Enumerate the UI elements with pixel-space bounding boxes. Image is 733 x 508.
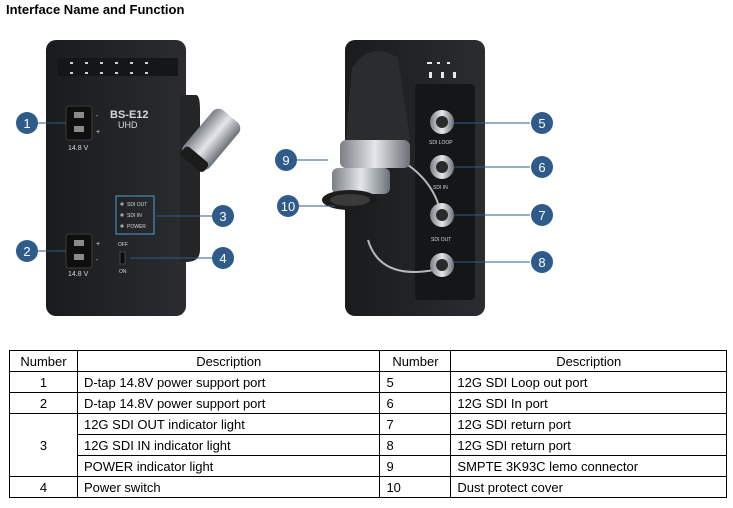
table-header-row: Number Description Number Description: [9, 350, 727, 372]
callout-10: 10: [277, 195, 299, 217]
cell-description: Dust protect cover: [450, 476, 727, 498]
cell-description: 12G SDI OUT indicator light: [76, 413, 381, 435]
cell-description: 12G SDI In port: [450, 392, 727, 414]
device-right-view: SDI LOOP SDI IN SDI OUT: [322, 40, 485, 316]
svg-text:SDI IN: SDI IN: [127, 213, 142, 219]
callout-6: 6: [531, 156, 553, 178]
header-number-right: Number: [379, 350, 452, 372]
svg-text:OFF: OFF: [118, 242, 128, 248]
svg-text:8: 8: [538, 255, 545, 270]
callout-7: 7: [531, 204, 553, 226]
svg-text:14.8 V: 14.8 V: [68, 145, 89, 152]
cell-number: 9: [379, 455, 452, 477]
table-row: 1 D-tap 14.8V power support port 5 12G S…: [9, 371, 727, 393]
table-row: 3 12G SDI OUT indicator light 7 12G SDI …: [9, 413, 727, 477]
callout-2: 2: [16, 240, 38, 262]
cell-number: 7: [379, 413, 452, 435]
interface-table: Number Description Number Description 1 …: [9, 350, 727, 498]
svg-text:2: 2: [23, 244, 30, 259]
svg-text:9: 9: [282, 153, 289, 168]
svg-text:6: 6: [538, 160, 545, 175]
table-row: 4 Power switch 10 Dust protect cover: [9, 476, 727, 498]
cell-number: 6: [379, 392, 452, 414]
lemo-connector: [322, 50, 410, 210]
svg-text:POWER: POWER: [127, 224, 146, 230]
svg-text:SDI OUT: SDI OUT: [431, 237, 451, 243]
callout-1: 1: [16, 112, 38, 134]
table-row: 2 D-tap 14.8V power support port 6 12G S…: [9, 392, 727, 414]
svg-text:3: 3: [219, 209, 226, 224]
cell-description: 12G SDI return port: [450, 434, 727, 456]
cell-number: 2: [9, 392, 78, 414]
model-label: BS-E12: [110, 109, 149, 121]
page-title: Interface Name and Function: [6, 2, 185, 17]
device-left-view: - + 14.8 V BS-E12 UHD SDI OUT SDI IN POW…: [46, 40, 241, 316]
svg-text:SDI IN: SDI IN: [433, 185, 448, 191]
power-switch: OFF ON: [118, 242, 128, 275]
svg-text:+: +: [96, 241, 100, 248]
callout-8: 8: [531, 251, 553, 273]
cell-number: 4: [9, 476, 78, 498]
device-figure: - + 14.8 V BS-E12 UHD SDI OUT SDI IN POW…: [16, 40, 553, 316]
table-row: POWER indicator light 9 SMPTE 3K93C lemo…: [10, 455, 727, 477]
callout-9: 9: [275, 149, 297, 171]
dtap-port-2: + - 14.8 V: [65, 233, 100, 278]
svg-text:SDI LOOP: SDI LOOP: [429, 140, 453, 146]
header-number-left: Number: [9, 350, 78, 372]
table-row: 12G SDI IN indicator light 8 12G SDI ret…: [10, 434, 727, 456]
svg-text:-: -: [96, 113, 99, 120]
cell-description: POWER indicator light: [76, 455, 381, 477]
cell-description: 12G SDI IN indicator light: [76, 434, 381, 456]
model-sub-label: UHD: [118, 120, 138, 130]
svg-text:5: 5: [538, 116, 545, 131]
cell-number: 10: [379, 476, 452, 498]
bnc-port-loop: SDI LOOP: [429, 110, 454, 146]
callout-4: 4: [212, 247, 234, 269]
callout-5: 5: [531, 112, 553, 134]
svg-text:ON: ON: [119, 269, 127, 275]
svg-text:10: 10: [281, 199, 295, 214]
indicator-panel: SDI OUT SDI IN POWER: [115, 195, 155, 235]
bnc-port-out: SDI OUT: [430, 203, 454, 243]
svg-text:7: 7: [538, 208, 545, 223]
bnc-port-return: [430, 253, 454, 277]
cell-description: 12G SDI return port: [450, 413, 727, 435]
header-description-left: Description: [76, 350, 381, 372]
svg-text:4: 4: [219, 251, 226, 266]
svg-text:14.8 V: 14.8 V: [68, 271, 89, 278]
header-description-right: Description: [450, 350, 727, 372]
bnc-port-in: SDI IN: [430, 155, 454, 191]
cell-description: SMPTE 3K93C lemo connector: [450, 455, 727, 477]
leader-lines: [36, 122, 530, 263]
cell-number: 1: [9, 371, 78, 393]
cell-number: 8: [379, 434, 452, 456]
svg-text:+: +: [96, 129, 100, 136]
callout-3: 3: [212, 205, 234, 227]
cell-description: Power switch: [76, 476, 381, 498]
svg-text:SDI OUT: SDI OUT: [127, 202, 147, 208]
cell-number: 3: [9, 413, 78, 477]
cell-description: D-tap 14.8V power support port: [76, 371, 381, 393]
cell-description: D-tap 14.8V power support port: [76, 392, 381, 414]
svg-text:-: -: [96, 257, 99, 264]
cell-description: 12G SDI Loop out port: [450, 371, 727, 393]
svg-text:1: 1: [23, 116, 30, 131]
cell-number: 5: [379, 371, 452, 393]
